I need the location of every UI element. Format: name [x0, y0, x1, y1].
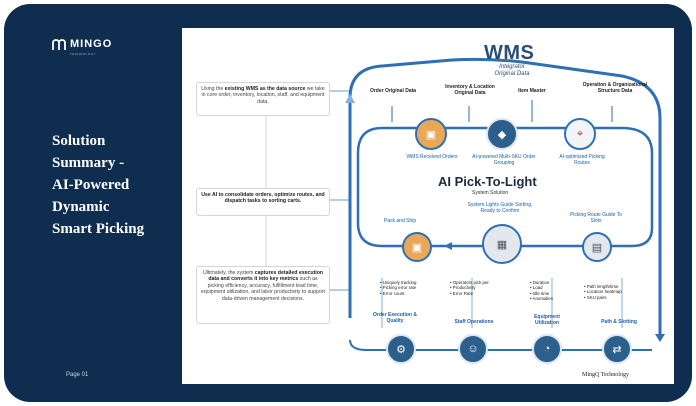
slide-title: Solution Summary - AI-Powered Dynamic Sm… [52, 130, 182, 240]
metric-list-order: Uniquely trackingPicking error rateError… [380, 280, 450, 296]
source-org-data: Operation & Organizational Structure Dat… [582, 82, 648, 94]
brand-tagline: TECHNOLOGY [70, 52, 97, 56]
brand-name: MINGO [70, 38, 113, 50]
slide: MINGO TECHNOLOGY Solution Summary - AI-P… [4, 4, 692, 402]
quality-gear-icon: ⚙ [386, 334, 416, 364]
title-line: Smart Picking [52, 221, 145, 237]
source-order-data: Order Original Data [369, 88, 417, 94]
title-line: Summary - [52, 155, 125, 171]
route-map-icon: ⌖ [564, 118, 596, 150]
brand-mark-icon [52, 39, 66, 51]
metric-staff-operations: Staff Operations [454, 319, 494, 325]
source-item-master: Item Master [518, 88, 546, 94]
process-received-orders: WMS Received Orders [406, 154, 458, 160]
core-subtitle: System Solution [472, 190, 509, 196]
footer-company: MingQ Technology [582, 372, 629, 378]
diagram-panel: Using the existing WMS as the data sourc… [182, 28, 674, 384]
title-line: Solution [52, 133, 106, 149]
cart-icon: ▤ [582, 232, 612, 262]
step-route-guide: Picking Route Guide To Slots [569, 212, 623, 224]
shelving-rack-icon: ▦ [482, 224, 522, 264]
title-line: Dynamic [52, 199, 110, 215]
package-icon: ▣ [402, 232, 432, 262]
metric-order-execution: Order Execution & Quality [373, 312, 417, 324]
metric-equipment-utilization: Equipment Utilization [534, 314, 560, 326]
step-light-sorting: System Lights Guide Sorting, Ready to Co… [467, 202, 533, 214]
ai-grouping-icon: ◆ [486, 118, 518, 150]
note-metrics: Ultimately, the system captures detailed… [196, 266, 330, 324]
note-ai-consolidate: Use AI to consolidate orders, optimize r… [196, 188, 330, 216]
path-arrows-icon: ⇄ [602, 334, 632, 364]
gauge-icon: ◔ [532, 334, 562, 364]
metric-list-path: Path length/timeLocation heatmapSKU pair… [584, 284, 650, 300]
page-number: Page 01 [66, 372, 89, 378]
process-picking-routes: AI-optimized Picking Routes [559, 154, 605, 166]
wms-title: WMS [484, 42, 535, 64]
note-data-source: Using the existing WMS as the data sourc… [196, 82, 330, 116]
process-order-grouping: AI-powered Multi-SKU Order Grouping [472, 154, 536, 166]
brand-logo: MINGO TECHNOLOGY [52, 34, 112, 56]
core-title: AI Pick-To-Light [438, 174, 537, 189]
metric-path-slotting: Path & Slotting [601, 319, 637, 325]
step-pack-ship: Pack and Ship [383, 218, 417, 224]
metric-list-equipment: DurationLoadIdle timeAnomalies [530, 280, 580, 302]
box-icon: ▣ [415, 118, 447, 150]
flow-lines [265, 57, 665, 351]
title-line: AI-Powered [52, 177, 130, 193]
metric-list-staff: Operators pick perProductivityError Rate [450, 280, 520, 296]
source-inventory-data: Inventory & Location Original Data [445, 84, 495, 96]
staff-people-icon: ☺ [458, 334, 488, 364]
